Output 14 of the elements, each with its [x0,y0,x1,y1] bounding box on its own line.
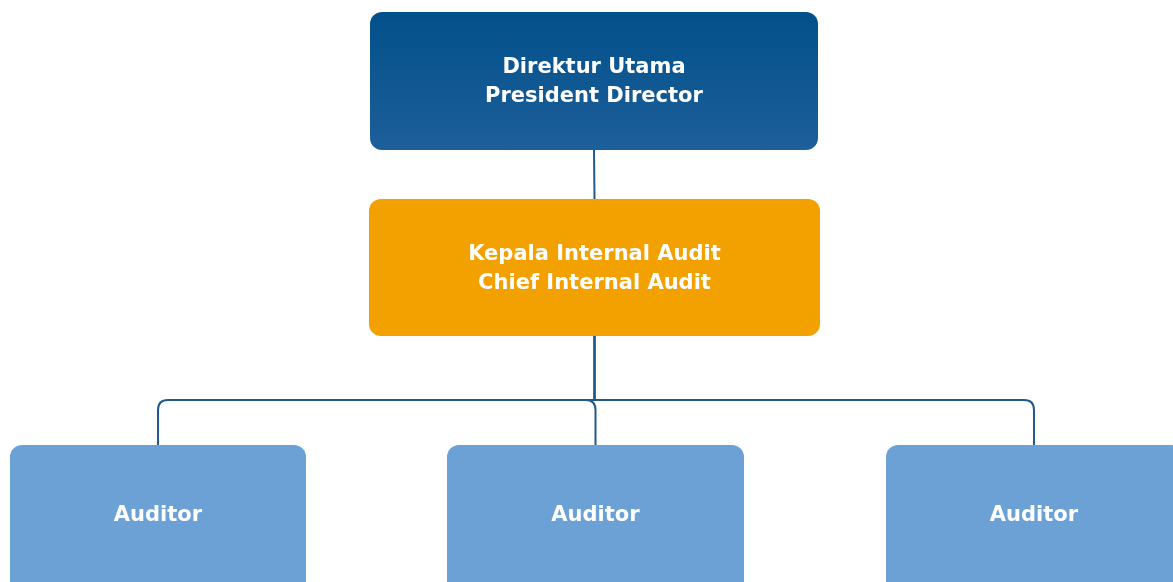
role-title: Kepala Internal Audit [468,239,721,267]
chief-box [369,199,820,336]
role-title: President Director [485,82,703,109]
connector-line [593,149,596,200]
connector-line [593,335,1035,446]
auditor-box [10,445,306,582]
role-title: Direktur Utama [502,53,686,80]
role-title: Chief Internal Audit [478,268,711,296]
auditor-box [447,445,744,582]
role-title: Auditor [551,500,640,528]
director-box [370,12,818,150]
auditor-box [886,445,1173,582]
role-title: Auditor [113,500,203,528]
role-title: Auditor [989,500,1079,528]
